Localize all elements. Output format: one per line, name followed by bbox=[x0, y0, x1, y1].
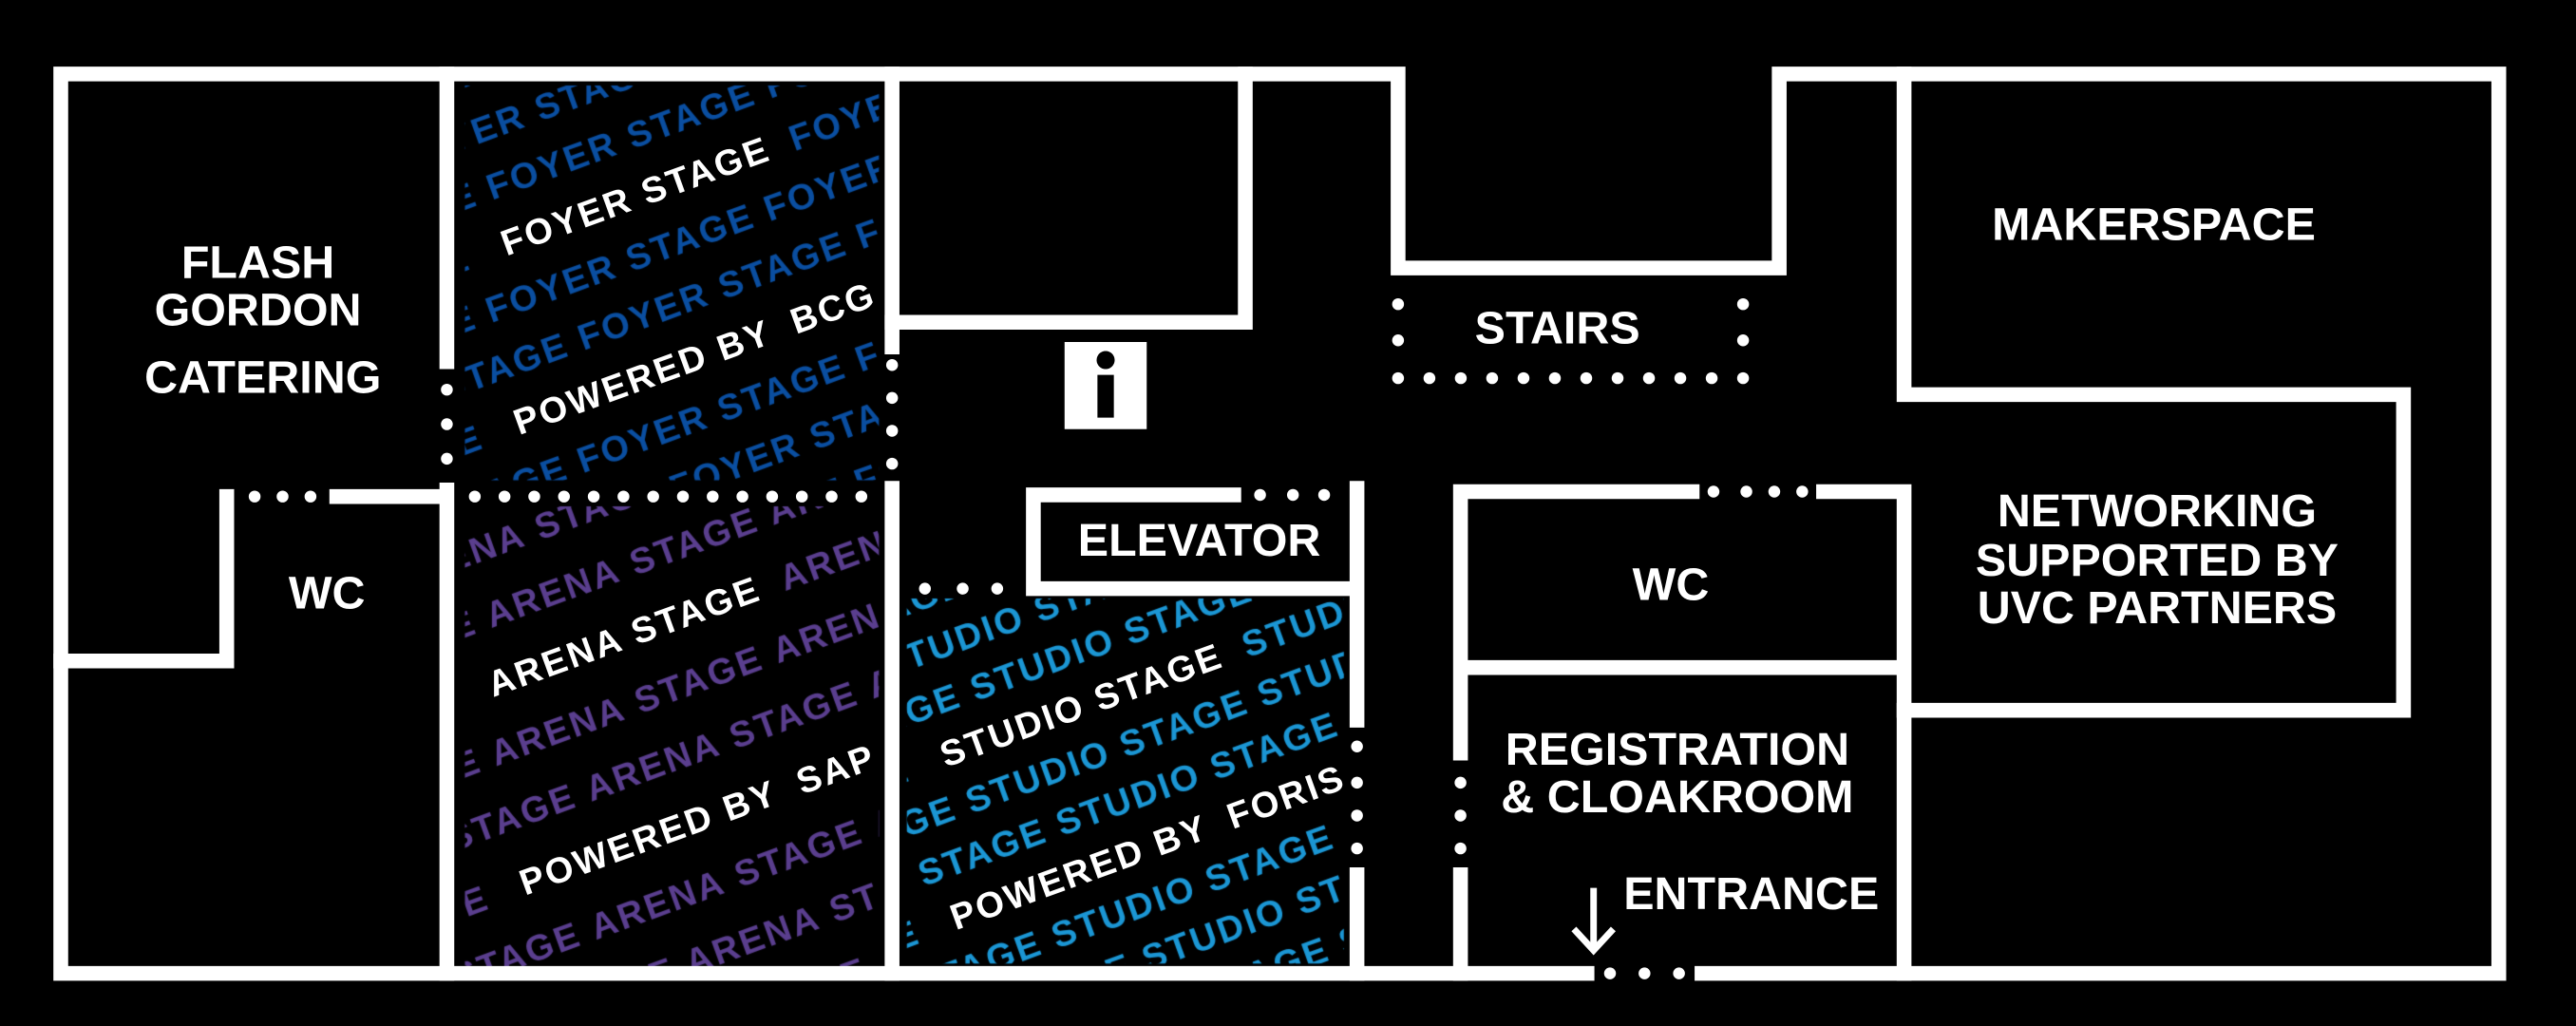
doorway-dot bbox=[587, 490, 600, 503]
stage-name-label: FOYER STAGE bbox=[496, 129, 776, 264]
doorway-dot bbox=[1351, 776, 1363, 789]
doorway-dot bbox=[498, 490, 511, 503]
arrow-down-icon bbox=[1571, 887, 1617, 956]
doorway-dot bbox=[304, 490, 317, 503]
foyer-stage-area[interactable]: FOYER STAGE POWERED BY BCG bbox=[449, 113, 881, 444]
makerspace-label: MAKERSPACE bbox=[1992, 200, 2316, 251]
doorway-dot bbox=[825, 490, 838, 503]
stage-sponsor-label: SAP bbox=[791, 737, 881, 803]
doorway-dot bbox=[736, 490, 748, 503]
doorway-dot bbox=[1486, 371, 1499, 385]
doorway-dot bbox=[676, 490, 690, 503]
doorway-dot bbox=[1707, 485, 1720, 498]
doorway-dot bbox=[1351, 809, 1363, 822]
doorway-dot bbox=[1768, 485, 1781, 498]
doorway-dot bbox=[1517, 371, 1530, 385]
doorway-dot bbox=[468, 490, 482, 503]
doorway-dot bbox=[1548, 371, 1562, 385]
elevator-label: ELEVATOR bbox=[1078, 515, 1321, 566]
doorway-dot bbox=[617, 490, 630, 503]
stage-powered-by-label: POWERED BY bbox=[508, 313, 777, 443]
networking-label-line3: UVC PARTNERS bbox=[1978, 582, 2337, 634]
info-icon[interactable] bbox=[1064, 342, 1147, 429]
doorway-dot bbox=[1736, 371, 1750, 385]
doorway-dot bbox=[1454, 842, 1467, 855]
catering-wall bbox=[53, 66, 455, 981]
networking-label-line2: SUPPORTED BY bbox=[1976, 535, 2339, 586]
doorway-dot bbox=[441, 418, 453, 430]
doorway-dot bbox=[1580, 371, 1593, 385]
doorway-dot bbox=[1673, 967, 1685, 979]
doorway-dot bbox=[248, 490, 261, 503]
doorways bbox=[248, 297, 1809, 979]
info-room-wall bbox=[884, 66, 1253, 331]
stage-sponsor-label: BCG bbox=[786, 275, 881, 342]
elevator-wall bbox=[1026, 481, 1365, 981]
wc-right-label: WC bbox=[1633, 560, 1710, 611]
doorway-dot bbox=[558, 490, 570, 503]
doorway-dot bbox=[766, 490, 779, 503]
doorway-dot bbox=[855, 490, 868, 503]
doorway-dot bbox=[885, 457, 899, 470]
arena-stage-area[interactable]: ARENA STAGE POWERED BY SAP bbox=[447, 552, 882, 903]
networking-label-line1: NETWORKING bbox=[1998, 485, 2317, 537]
doorway-dot bbox=[795, 490, 808, 503]
studio-stage-area[interactable]: STUDIO STAGE POWERED BY FORIS bbox=[892, 611, 1352, 939]
doorway-dot bbox=[1705, 371, 1718, 385]
doorway-dot bbox=[1286, 488, 1299, 502]
doorway-dot bbox=[441, 383, 453, 396]
doorway-dot bbox=[441, 452, 453, 466]
doorway-dot bbox=[1454, 776, 1467, 789]
doorway-dot bbox=[1642, 371, 1656, 385]
doorway-dot bbox=[1611, 371, 1624, 385]
stage-name-label: STUDIO STAGE bbox=[935, 636, 1228, 776]
stage-name-label: ARENA STAGE bbox=[483, 569, 767, 705]
stage-powered-by-label: POWERED BY bbox=[515, 773, 784, 903]
doorway-dot bbox=[1317, 488, 1331, 502]
doorway-dot bbox=[1254, 488, 1266, 502]
doorway-dot bbox=[885, 359, 899, 371]
doorway-dot bbox=[1603, 967, 1617, 979]
wc-registration-wall bbox=[1452, 484, 1912, 981]
wc-left-label: WC bbox=[289, 567, 366, 618]
doorway-dot bbox=[1674, 371, 1687, 385]
doorway-dot bbox=[528, 490, 540, 503]
doorway-dot bbox=[1392, 371, 1405, 385]
doorway-dot bbox=[885, 391, 899, 405]
doorway-dot bbox=[1736, 334, 1750, 347]
doorway-dot bbox=[957, 582, 969, 595]
doorway-dot bbox=[276, 490, 289, 503]
walls bbox=[53, 66, 2507, 981]
doorway-dot bbox=[1736, 297, 1750, 311]
doorway-dot bbox=[1454, 809, 1467, 822]
registration-label-line2: & CLOAKROOM bbox=[1501, 771, 1853, 823]
doorway-dot bbox=[1740, 485, 1752, 498]
outer-wall bbox=[53, 66, 2507, 981]
doorway-dot bbox=[1638, 967, 1651, 979]
doorway-dot bbox=[1351, 842, 1363, 855]
entrance-label: ENTRANCE bbox=[1623, 868, 1879, 920]
registration-label-line1: REGISTRATION bbox=[1506, 724, 1849, 775]
doorway-dot bbox=[885, 425, 899, 437]
doorway-dot bbox=[1423, 371, 1436, 385]
doorway-dot bbox=[707, 490, 719, 503]
stage-powered-by-label: POWERED BY bbox=[945, 808, 1214, 938]
doorway-dot bbox=[1796, 485, 1809, 498]
stage-sponsor-label: FORIS bbox=[1222, 758, 1352, 838]
doorway-dot bbox=[1392, 297, 1405, 311]
doorway-dot bbox=[991, 582, 1004, 595]
catering-label-line2: GORDON bbox=[155, 285, 362, 336]
doorway-dot bbox=[647, 490, 659, 503]
doorway-dot bbox=[1351, 740, 1363, 752]
doorway-dot bbox=[1454, 371, 1468, 385]
catering-label-line1: FLASH bbox=[181, 237, 334, 288]
stairs-label: STAIRS bbox=[1475, 303, 1640, 354]
catering-label-line3: CATERING bbox=[144, 352, 381, 404]
doorway-dot bbox=[1392, 334, 1405, 347]
makerspace-wall bbox=[1896, 66, 2412, 718]
doorway-dot bbox=[919, 582, 931, 595]
